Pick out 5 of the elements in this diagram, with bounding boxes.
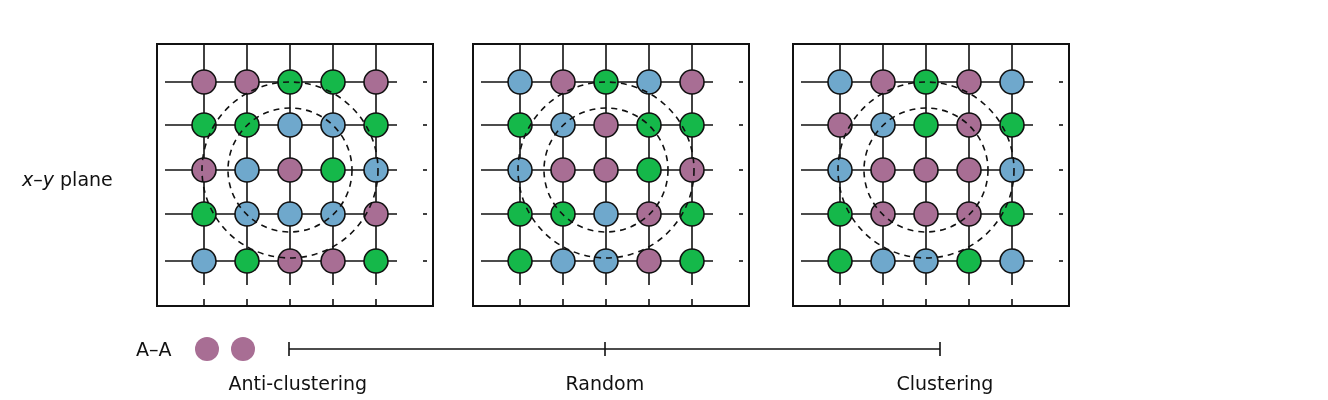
scale-label: Clustering — [896, 372, 994, 394]
pair-label: A–A — [136, 338, 172, 360]
scale-label: Random — [565, 372, 645, 394]
axis-label: x–y plane — [22, 168, 113, 190]
scale-label: Anti-clustering — [228, 372, 368, 394]
